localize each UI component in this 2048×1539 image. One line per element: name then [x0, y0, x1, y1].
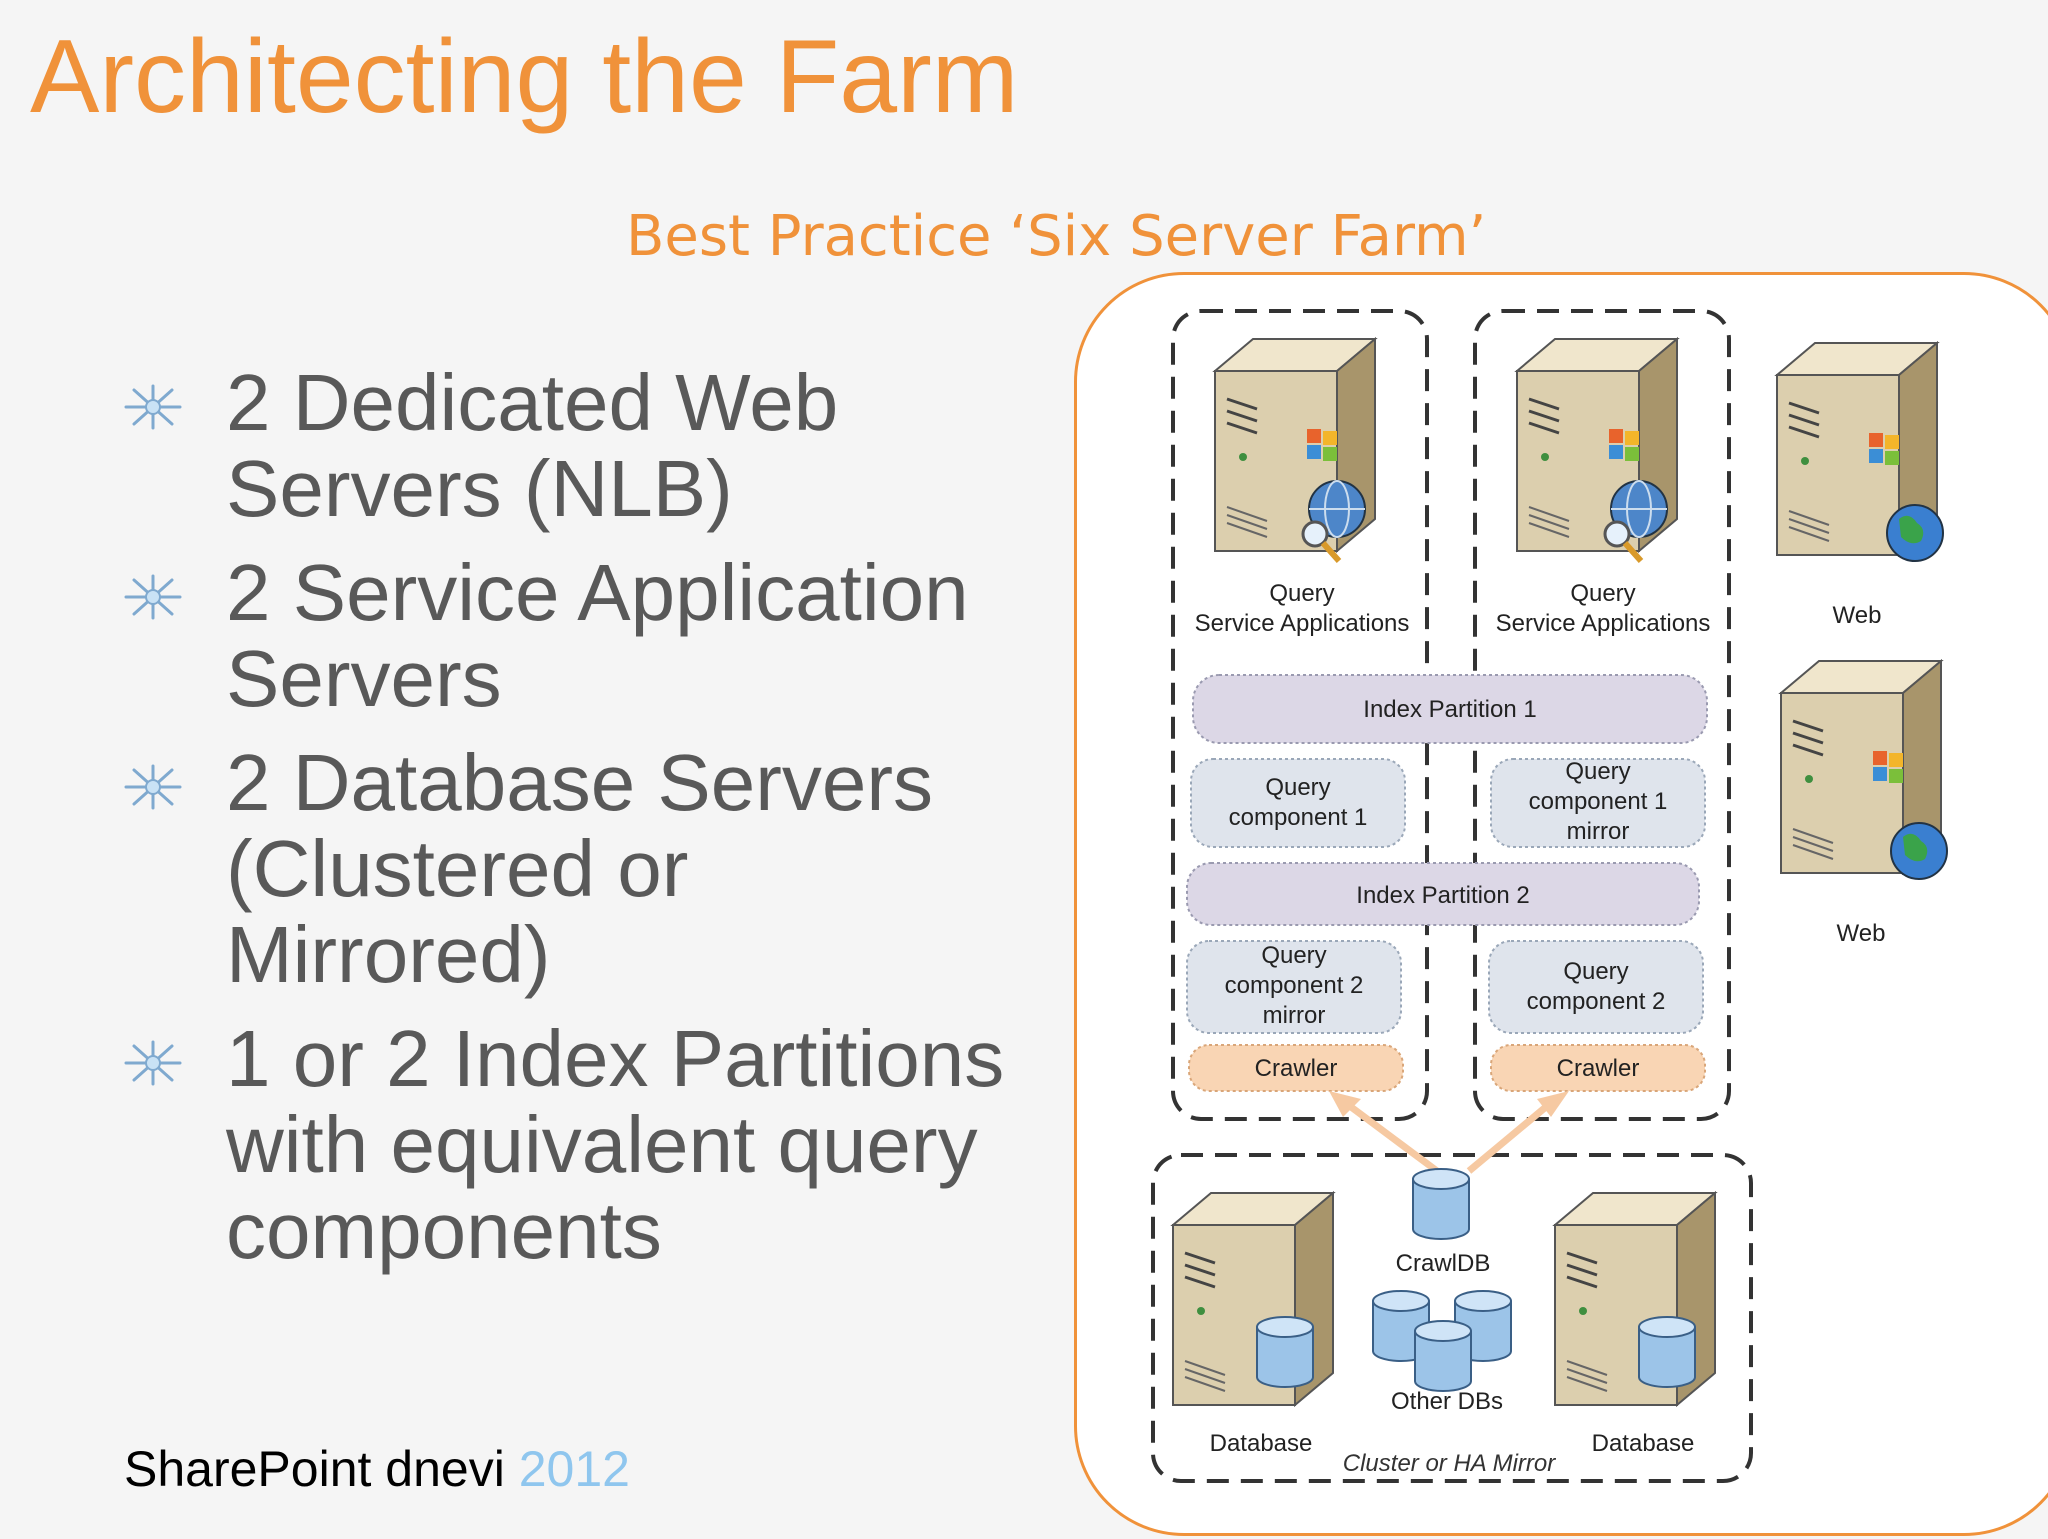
bullet-line: with equivalent query [226, 1100, 978, 1189]
query-component-1-line2: component 1 [1229, 804, 1368, 831]
query-component-1-mirror-line1: Query [1565, 758, 1630, 785]
bullet-line: components [226, 1186, 662, 1275]
query-component-2-mirror-line2: component 2 [1225, 972, 1364, 999]
crawler-right-label: Crawler [1557, 1055, 1640, 1082]
bullet-line: 1 or 2 Index Partitions [226, 1014, 1005, 1103]
slide-title: Architecting the Farm [30, 19, 1019, 135]
database-server-left [1171, 1191, 1335, 1407]
arrow-head-left [1329, 1091, 1361, 1117]
web-server-bottom [1779, 659, 1948, 880]
crawl-arrows [1340, 1098, 1556, 1174]
index-partition-1 [1192, 674, 1708, 744]
query-component-1-mirror-line2: component 1 [1529, 788, 1668, 815]
query-server-right-label-1: Query [1570, 580, 1635, 607]
query-component-1-mirror-line3: mirror [1567, 818, 1630, 845]
database-left-label: Database [1210, 1430, 1313, 1457]
bullet-item-db-servers: 2 Database Servers (Clustered or Mirrore… [120, 740, 1040, 998]
query-server-left-label-1: Query [1269, 580, 1334, 607]
query-component-2-mirror [1186, 940, 1402, 1034]
web-server-bottom-label: Web [1837, 920, 1886, 947]
database-right-label: Database [1592, 1430, 1695, 1457]
magnifier-icon [1301, 520, 1342, 563]
crawler-left-label: Crawler [1255, 1055, 1338, 1082]
farm-diagram-panel: Query Service Applications Query Service… [1074, 272, 2048, 1536]
footer-brand-name: SharePoint dnevi [124, 1441, 505, 1497]
snowflake-bullet-icon [124, 764, 182, 810]
cluster-caption: Cluster or HA Mirror [1343, 1450, 1556, 1477]
bullet-item-index-partitions: 1 or 2 Index Partitions with equivalent … [120, 1016, 1040, 1274]
bullet-line: (Clustered or [226, 824, 689, 913]
bullet-line: 2 Database Servers [226, 738, 934, 827]
index-partition-1-label: Index Partition 1 [1363, 696, 1536, 723]
query-component-2-mirror-line3: mirror [1263, 1002, 1326, 1029]
query-server-left-label-2: Service Applications [1195, 610, 1410, 637]
globe-icon [1890, 822, 1948, 880]
query-server-right-label-2: Service Applications [1496, 610, 1711, 637]
index-partition-2 [1186, 862, 1700, 926]
bullet-line: 2 Dedicated Web [226, 358, 839, 447]
snowflake-bullet-icon [124, 574, 182, 620]
query-component-1-line1: Query [1265, 774, 1330, 801]
web-server-top-label: Web [1833, 602, 1882, 629]
web-server-top [1775, 341, 1944, 562]
query-server-group-right [1473, 309, 1731, 1121]
crawldb-icon [1412, 1168, 1470, 1240]
index-partition-2-label: Index Partition 2 [1356, 882, 1529, 909]
bullet-line: Mirrored) [226, 910, 551, 999]
database-cluster-group [1151, 1153, 1753, 1483]
query-server-left [1213, 337, 1377, 563]
crawldb-label: CrawlDB [1396, 1250, 1491, 1277]
query-component-2-line1: Query [1563, 958, 1628, 985]
bullet-line: 2 Service Application [226, 548, 969, 637]
globe-icon [1308, 480, 1366, 538]
footer-year: 2012 [518, 1441, 630, 1497]
database-server-right [1553, 1191, 1717, 1407]
footer-brand: SharePoint dnevi 2012 [124, 1440, 630, 1498]
database-icon [1638, 1316, 1696, 1388]
magnifier-icon [1603, 520, 1644, 563]
globe-icon [1886, 504, 1944, 562]
globe-icon [1610, 480, 1668, 538]
query-component-2-line2: component 2 [1527, 988, 1666, 1015]
query-server-right [1515, 337, 1679, 563]
snowflake-bullet-icon [124, 384, 182, 430]
bullet-line: Servers [226, 634, 502, 723]
other-dbs-icon [1372, 1290, 1512, 1392]
query-component-1 [1190, 758, 1406, 848]
other-dbs-label: Other DBs [1391, 1388, 1503, 1415]
crawler-left [1188, 1044, 1404, 1092]
bullet-item-app-servers: 2 Service Application Servers [120, 550, 1040, 722]
query-component-1-mirror [1490, 758, 1706, 848]
bullet-item-web-servers: 2 Dedicated Web Servers (NLB) [120, 360, 1040, 532]
bullet-line: Servers (NLB) [226, 444, 733, 533]
arrow-head-right [1537, 1091, 1569, 1117]
snowflake-bullet-icon [124, 1040, 182, 1086]
bullet-list: 2 Dedicated Web Servers (NLB) 2 Service … [120, 360, 1040, 1292]
farm-diagram: Query Service Applications Query Service… [1151, 309, 1948, 1483]
query-component-2-mirror-line1: Query [1261, 942, 1326, 969]
slide-subtitle: Best Practice ‘Six Server Farm’ [626, 204, 1487, 269]
query-component-2 [1488, 940, 1704, 1034]
database-icon [1256, 1316, 1314, 1388]
crawler-right [1490, 1044, 1706, 1092]
